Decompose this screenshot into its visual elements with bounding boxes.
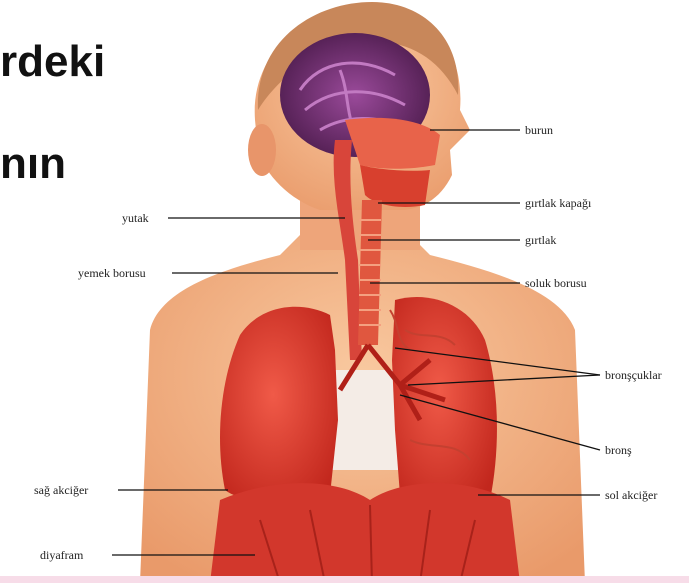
heading-line-2: nın	[0, 142, 66, 186]
label-girtlak: gırtlak	[525, 234, 556, 246]
diaphragm-muscle	[210, 483, 520, 583]
label-sag-akciger: sağ akciğer	[34, 484, 88, 496]
heading-line-1: rdeki	[0, 40, 105, 84]
bottom-strip	[0, 576, 689, 583]
label-burun: burun	[525, 124, 553, 136]
label-yemek-borusu: yemek borusu	[78, 267, 146, 279]
label-diyafram: diyafram	[40, 549, 83, 561]
trachea	[358, 200, 382, 345]
label-girtlak-kapagi: gırtlak kapağı	[525, 197, 591, 209]
label-brons: bronş	[605, 444, 632, 456]
label-sol-akciger: sol akciğer	[605, 489, 657, 501]
label-bronscuklar: bronşçuklar	[605, 369, 662, 381]
label-soluk-borusu: soluk borusu	[525, 277, 587, 289]
ear	[248, 124, 276, 176]
label-yutak: yutak	[122, 212, 149, 224]
